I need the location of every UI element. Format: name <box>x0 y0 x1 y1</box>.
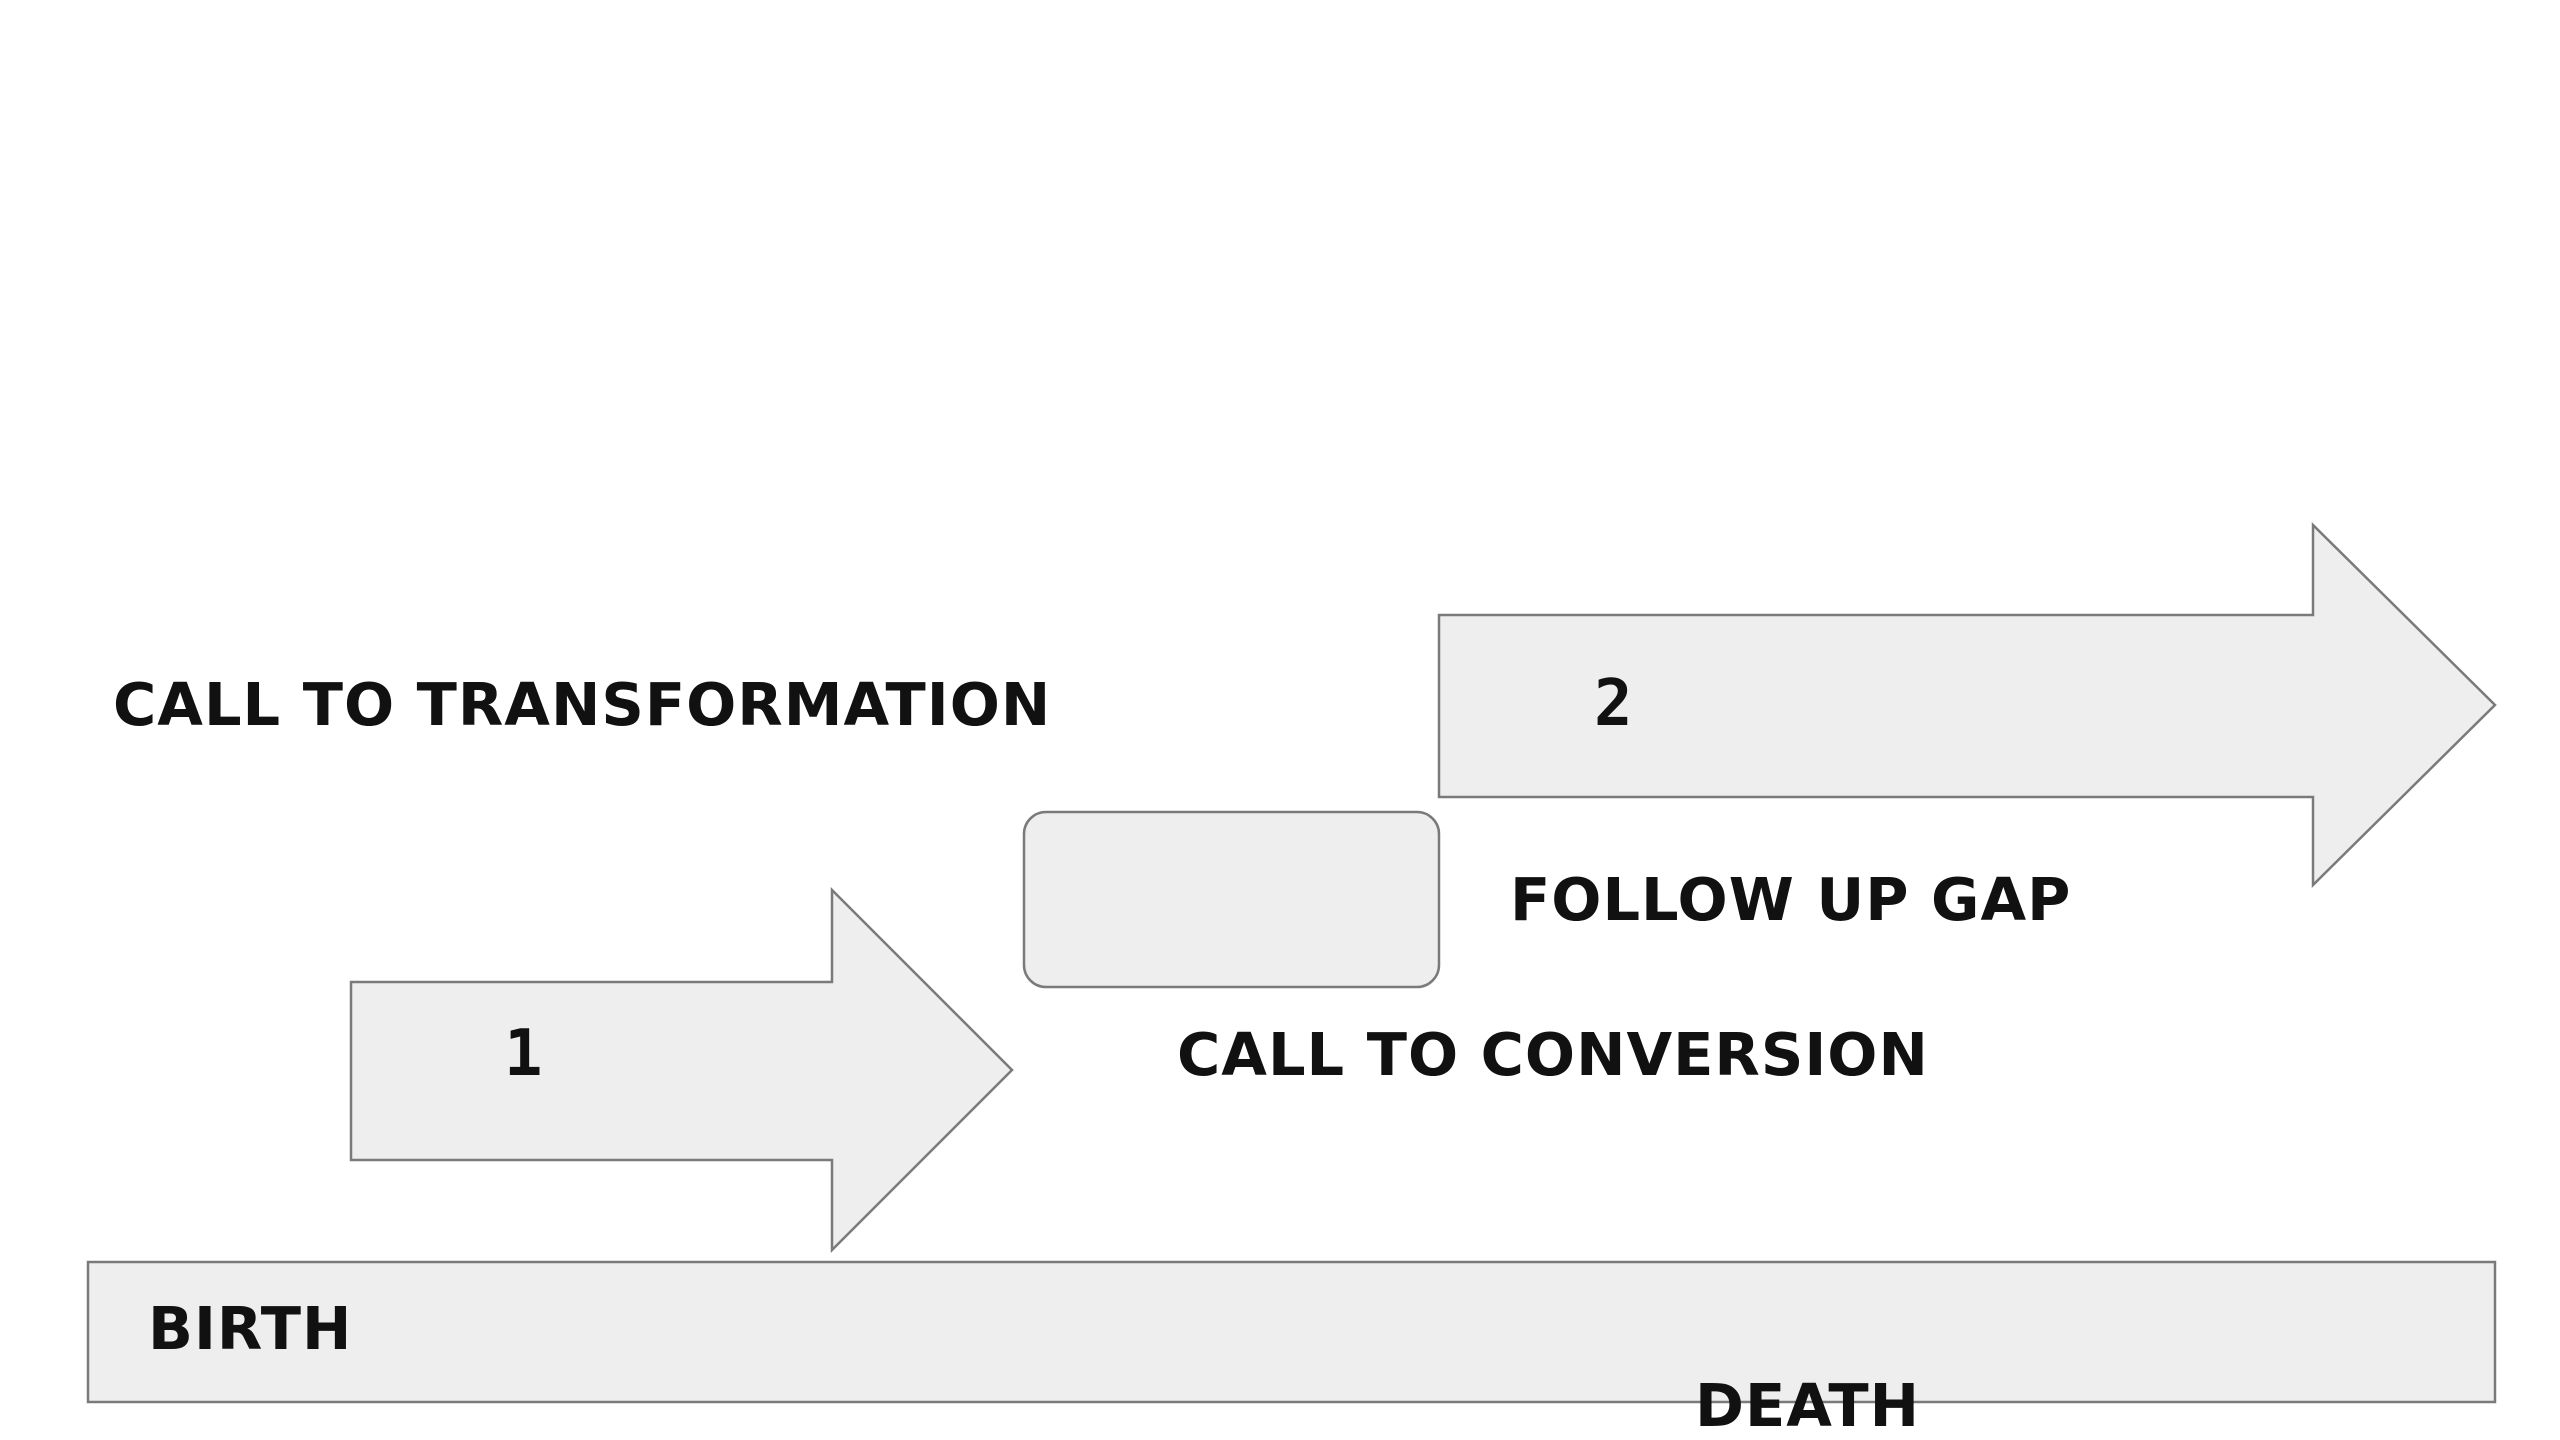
arrow-step-2 <box>1437 522 2497 888</box>
life-timeline-bar <box>86 1260 2497 1404</box>
arrow-step-1 <box>349 886 1014 1254</box>
birth-label: BIRTH <box>148 1294 353 1363</box>
call-to-conversion-label: CALL TO CONVERSION <box>1177 1020 1929 1089</box>
arrow-2-number: 2 <box>1594 667 1633 741</box>
death-label: DEATH <box>1695 1371 1920 1440</box>
call-to-transformation-label: CALL TO TRANSFORMATION <box>113 670 1052 739</box>
follow-up-gap-box <box>1022 810 1441 989</box>
follow-up-gap-label: FOLLOW UP GAP <box>1510 865 2072 934</box>
arrow-1-number: 1 <box>504 1017 543 1091</box>
